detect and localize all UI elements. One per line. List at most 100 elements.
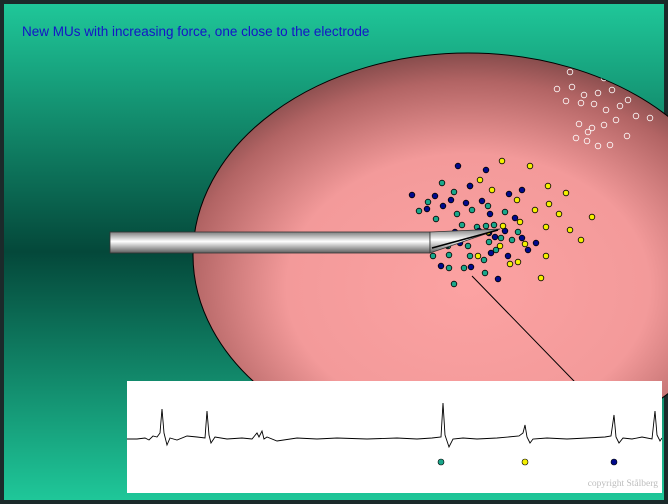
yellow-fiber [588,213,596,221]
emg-trace-icon [127,402,662,466]
white-fiber [590,100,598,108]
yellow-fiber [566,226,574,234]
white-fiber [594,89,602,97]
yellow-fiber [562,189,570,197]
teal-potential-marker [437,458,445,466]
navy-fiber [437,262,445,270]
teal-fiber [424,198,432,206]
navy-fiber [532,239,540,247]
yellow-fiber [531,206,539,214]
white-fiber [572,134,580,142]
white-fiber [577,99,585,107]
white-fiber [646,114,654,122]
yellow-fiber [506,260,514,268]
navy-potential-marker [610,458,618,466]
white-fiber [566,68,574,76]
yellow-fiber [488,186,496,194]
white-fiber [553,85,561,93]
teal-fiber [464,242,472,250]
teal-fiber [468,206,476,214]
navy-fiber [478,197,486,205]
yellow-fiber [544,182,552,190]
navy-motor-unit-fibers [408,162,540,283]
yellow-fiber [476,176,484,184]
navy-fiber [408,191,416,199]
yellow-fiber [537,274,545,282]
teal-fiber [466,252,474,260]
white-fiber [575,120,583,128]
white-fiber [624,96,632,104]
yellow-motor-unit-fibers [474,157,596,282]
teal-fiber [482,222,490,230]
teal-fiber [450,188,458,196]
yellow-fiber [498,157,506,165]
navy-fiber [423,205,431,213]
teal-fiber [481,269,489,277]
teal-fiber [508,236,516,244]
teal-fiber [453,210,461,218]
teal-fiber [480,256,488,264]
yellow-fiber [516,218,524,226]
white-fiber [632,112,640,120]
navy-fiber [487,249,495,257]
yellow-fiber [521,240,529,248]
navy-fiber [491,233,499,241]
navy-fiber [467,263,475,271]
white-fiber [583,137,591,145]
teal-fiber [445,251,453,259]
white-fiber [612,116,620,124]
slide-title: New MUs with increasing force, one close… [22,24,370,39]
teal-fiber [458,221,466,229]
yellow-fiber [499,222,507,230]
white-fiber [562,97,570,105]
navy-fiber [518,186,526,194]
navy-fiber [486,210,494,218]
teal-fiber [460,264,468,272]
copyright-notice: copyright Stålberg [587,479,658,489]
navy-fiber [431,192,439,200]
yellow-potential-marker [521,458,529,466]
teal-fiber [415,207,423,215]
white-fiber [623,132,631,140]
white-fiber [600,121,608,129]
yellow-fiber [514,258,522,266]
teal-fiber [514,228,522,236]
white-fiber [602,106,610,114]
emg-trace-panel: copyright Stålberg [127,381,662,493]
teal-fiber [492,246,500,254]
yellow-fiber [545,200,553,208]
navy-fiber [466,182,474,190]
white-fiber [568,83,576,91]
yellow-fiber [577,236,585,244]
white-fiber [594,142,602,150]
yellow-fiber [542,252,550,260]
teal-fiber [484,202,492,210]
teal-fiber [445,264,453,272]
teal-fiber [429,252,437,260]
navy-fiber [518,234,526,242]
teal-fiber [501,208,509,216]
white-fiber [588,124,596,132]
navy-fiber [504,252,512,260]
teal-fiber [438,179,446,187]
needle-electrode-icon [109,228,501,254]
yellow-fiber [474,252,482,260]
navy-fiber [447,196,455,204]
teal-fiber [485,238,493,246]
navy-fiber [482,166,490,174]
navy-fiber [462,199,470,207]
white-fiber [606,141,614,149]
yellow-fiber [496,242,504,250]
yellow-fiber [526,162,534,170]
white-fiber [616,102,624,110]
navy-fiber [524,246,532,254]
teal-fiber [450,280,458,288]
navy-fiber [454,162,462,170]
white-fiber [608,86,616,94]
teal-fiber [490,221,498,229]
teal-fiber [497,234,505,242]
teal-fiber [432,215,440,223]
navy-fiber [439,202,447,210]
